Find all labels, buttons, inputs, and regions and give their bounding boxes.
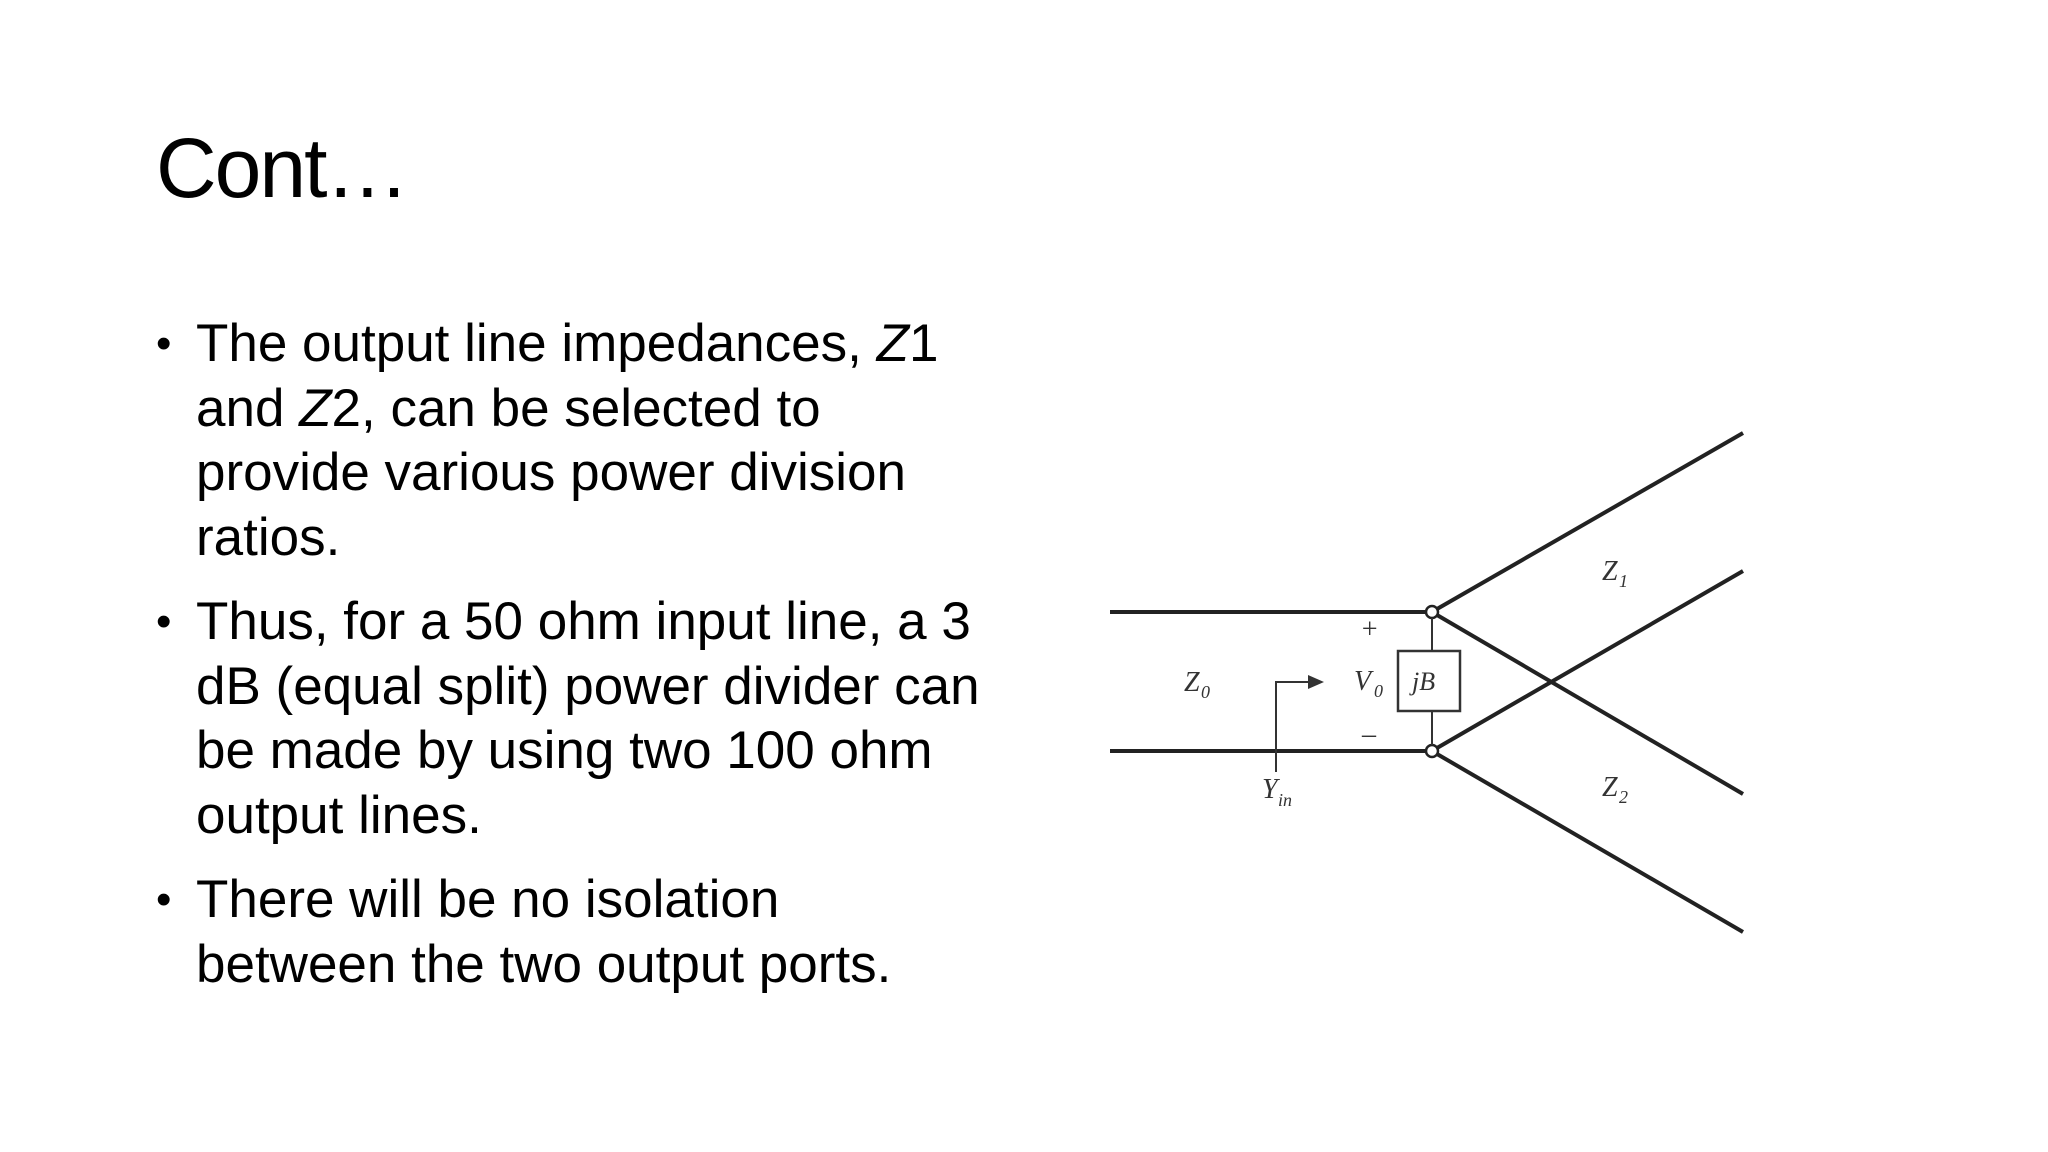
bullet-item-2: • Thus, for a 50 ohm input line, a 3 dB … — [156, 590, 986, 848]
yin-arrow-line — [1275, 681, 1312, 772]
t-junction-divider-diagram: jB + – V 0 Z 0 Y in Z 1 Z 2 — [1110, 431, 1745, 934]
z1-label: Z — [1602, 556, 1618, 587]
junction-node-top — [1424, 604, 1440, 620]
bullet-item-3: • There will be no isolation between the… — [156, 868, 986, 997]
z2-subscript: 2 — [1619, 787, 1628, 807]
v0-subscript: 0 — [1374, 681, 1383, 701]
v0-label: V — [1354, 666, 1374, 697]
bullet-text-1-part-4: Z — [299, 378, 332, 438]
plus-sign: + — [1360, 614, 1379, 645]
bullet-text-1-part-5: 2, can be selected to provide various po… — [196, 378, 906, 567]
bullet-dot: • — [156, 875, 172, 924]
bullet-text-2: Thus, for a 50 ohm input line, a 3 dB (e… — [196, 592, 980, 845]
output-line-z2-bottom — [1435, 752, 1745, 934]
bullet-list: • The output line impedances, Z1 and Z2,… — [156, 312, 986, 1017]
z2-label: Z — [1602, 772, 1618, 803]
z0-label: Z — [1184, 667, 1200, 698]
yin-subscript: in — [1278, 790, 1292, 810]
output-line-z1-top — [1436, 431, 1744, 611]
bullet-text-1: The output line impedances, Z1 and Z2, c… — [196, 312, 986, 570]
jb-box — [1396, 649, 1462, 713]
z1-subscript: 1 — [1619, 571, 1628, 591]
bullet-text-1-part-3: 1 and — [196, 314, 939, 438]
bullet-dot: • — [156, 319, 172, 368]
bullet-item-1: • The output line impedances, Z1 and Z2,… — [156, 312, 986, 570]
z0-subscript: 0 — [1201, 682, 1210, 702]
minus-sign: – — [1361, 719, 1377, 750]
bullet-dot: • — [156, 597, 172, 646]
output-line-z2-top — [1435, 613, 1745, 796]
jb-label: jB — [1409, 667, 1435, 696]
yin-arrow-head — [1308, 675, 1324, 689]
output-line-z1-bottom — [1435, 569, 1745, 750]
junction-node-bottom — [1424, 743, 1440, 759]
bullet-text-1-part-2: Z — [876, 314, 909, 373]
bullet-text-3: There will be no isolation between the t… — [196, 870, 892, 994]
bullet-text-1-part-1: The output line impedances, — [196, 314, 877, 373]
yin-label: Y — [1262, 774, 1281, 805]
slide-title: Cont… — [156, 121, 409, 215]
